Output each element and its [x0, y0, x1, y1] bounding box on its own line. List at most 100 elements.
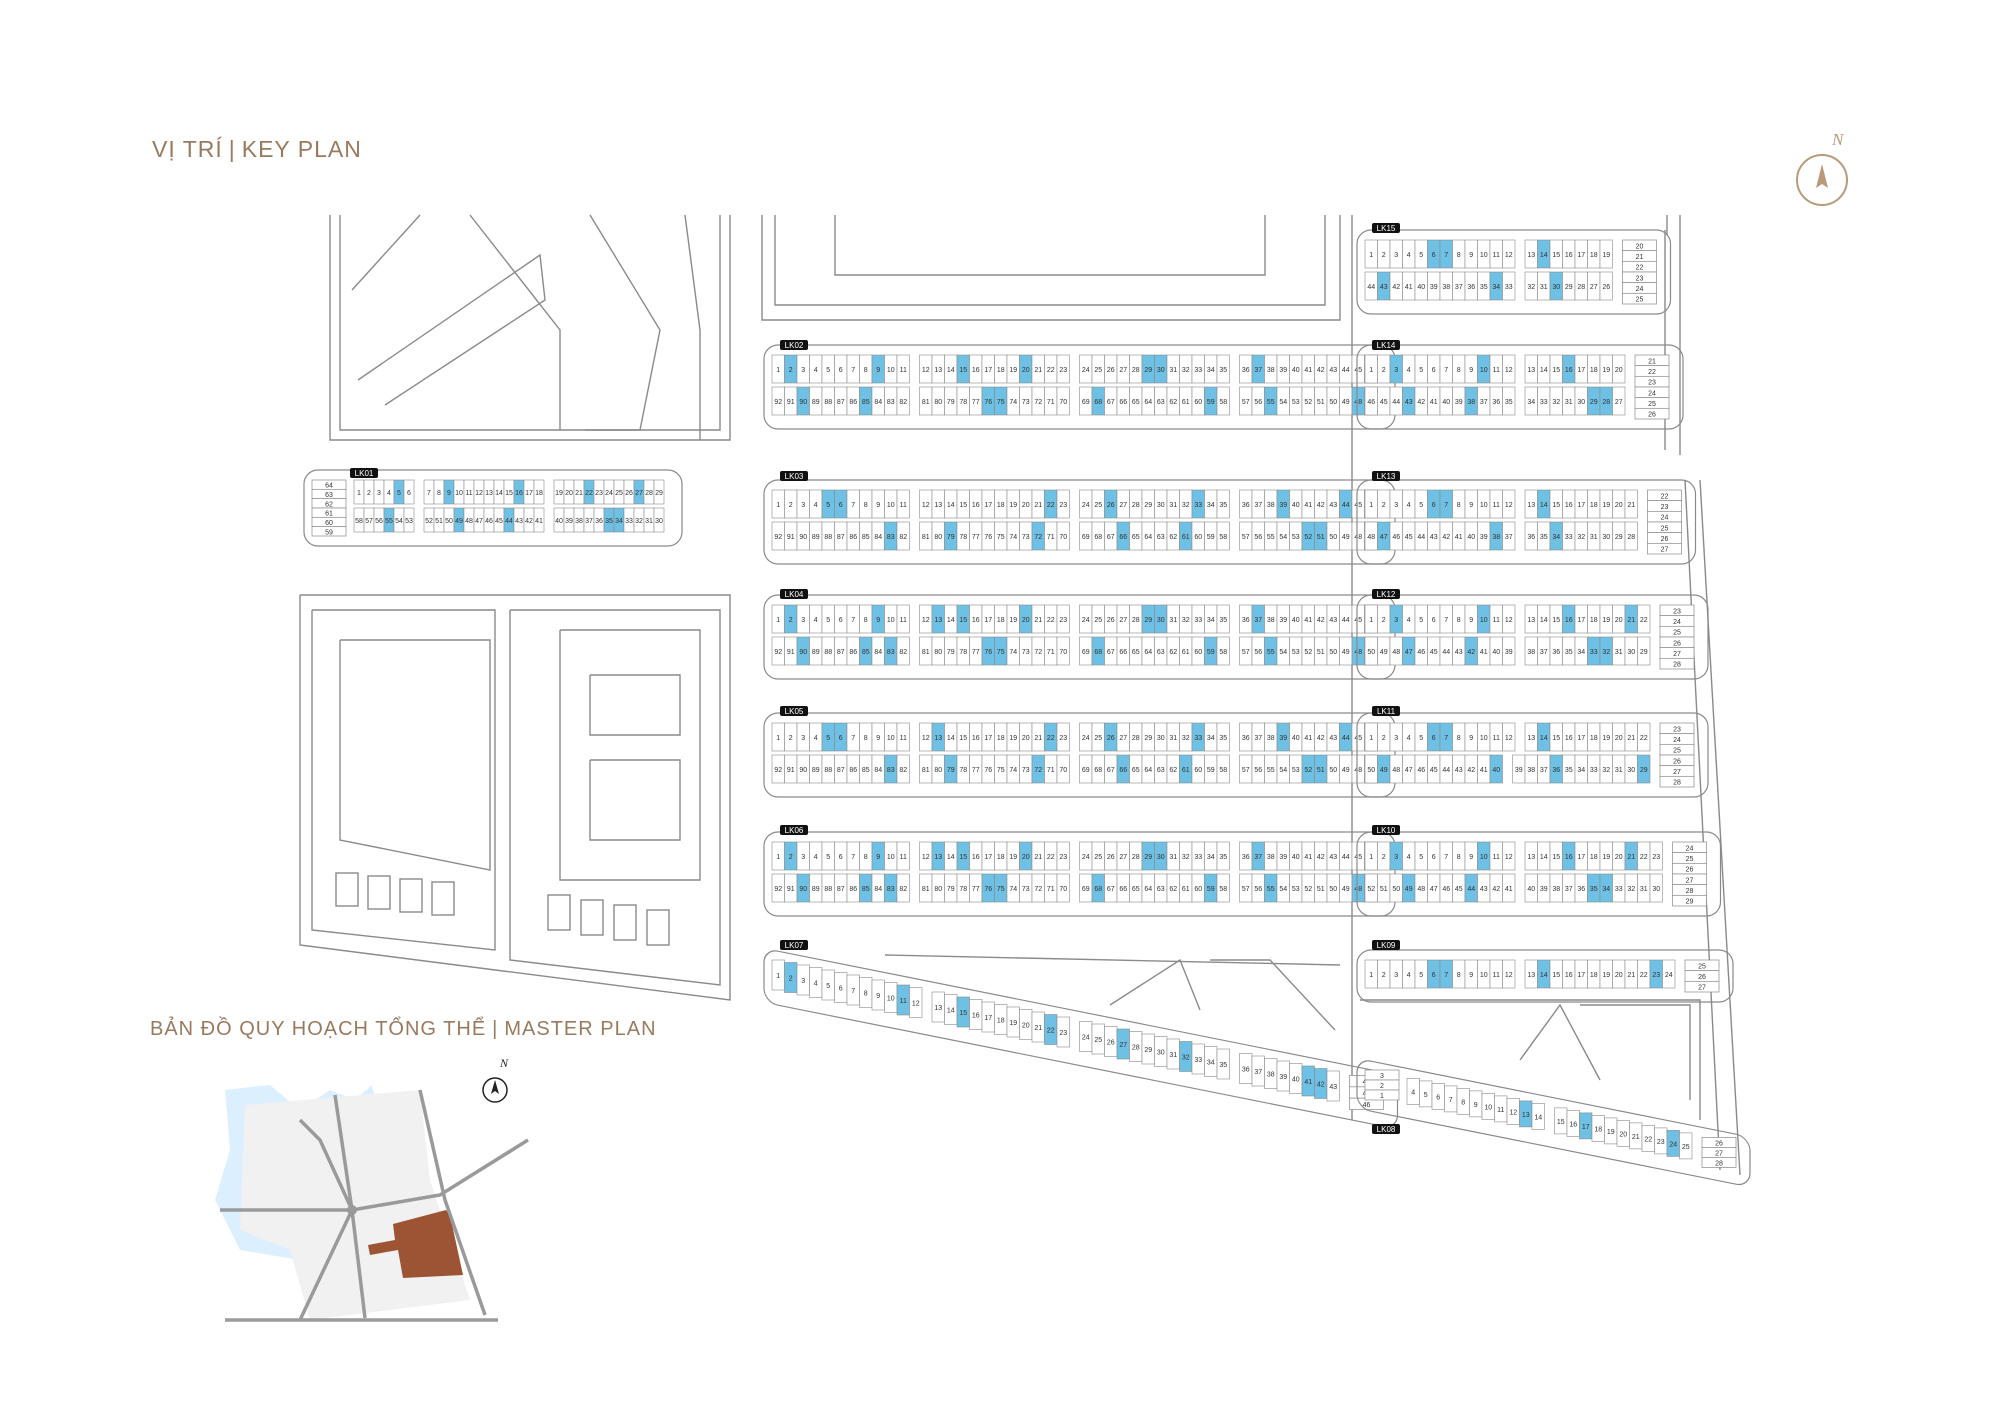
lot[interactable]	[1502, 521, 1516, 551]
lot[interactable]	[1531, 1103, 1545, 1130]
lot[interactable]	[403, 479, 415, 505]
lot-number: 21	[575, 490, 583, 497]
lot[interactable]	[1637, 722, 1651, 752]
lot[interactable]	[1599, 239, 1613, 269]
lot[interactable]	[653, 479, 665, 505]
lot[interactable]	[1216, 1048, 1230, 1080]
lot[interactable]	[1637, 636, 1651, 666]
lot[interactable]	[533, 507, 545, 533]
lot[interactable]	[1056, 636, 1070, 666]
lot-number: 34	[1207, 1060, 1215, 1067]
lot[interactable]	[896, 386, 910, 416]
lot[interactable]	[1216, 636, 1230, 666]
lot[interactable]	[1679, 1132, 1693, 1160]
lot-number: 9	[876, 735, 880, 742]
lot[interactable]	[1662, 959, 1676, 989]
lot[interactable]	[1647, 542, 1682, 555]
lot[interactable]	[1216, 841, 1230, 871]
lot[interactable]	[1599, 271, 1613, 301]
lot[interactable]	[1216, 354, 1230, 384]
top-block-outline	[761, 215, 1341, 321]
lot-number: 67	[1107, 886, 1115, 893]
lot[interactable]	[1637, 754, 1651, 784]
lot[interactable]	[1216, 722, 1230, 752]
lot[interactable]	[1326, 1070, 1340, 1102]
lot[interactable]	[896, 489, 910, 519]
lot-number: 12	[912, 1001, 920, 1008]
top-block-inner	[774, 215, 1326, 306]
lot[interactable]	[1056, 521, 1070, 551]
block-tag: LK02	[780, 340, 808, 350]
lot[interactable]	[1056, 489, 1070, 519]
lot[interactable]	[1216, 754, 1230, 784]
lot[interactable]	[1502, 873, 1516, 903]
lot[interactable]	[1701, 1157, 1737, 1168]
lot[interactable]	[1672, 894, 1707, 907]
lot[interactable]	[1649, 841, 1663, 871]
lot[interactable]	[1637, 604, 1651, 634]
lot[interactable]	[1216, 386, 1230, 416]
lot[interactable]	[896, 604, 910, 634]
lot-number: 30	[1627, 767, 1635, 774]
lot[interactable]	[1502, 239, 1516, 269]
lot-number: 36	[1242, 1067, 1250, 1074]
lot[interactable]	[1612, 354, 1626, 384]
lot[interactable]	[1622, 292, 1657, 305]
lot[interactable]	[1364, 1089, 1400, 1101]
lot-number: 42	[1442, 534, 1450, 541]
lot[interactable]	[1659, 775, 1695, 788]
lot[interactable]	[896, 754, 910, 784]
lot[interactable]	[1684, 980, 1720, 993]
lot[interactable]	[896, 873, 910, 903]
lot[interactable]	[1056, 722, 1070, 752]
lot[interactable]	[1649, 873, 1663, 903]
lot[interactable]	[1489, 754, 1503, 784]
lot-number: 29	[655, 490, 663, 497]
lot[interactable]	[1056, 1016, 1070, 1048]
lot[interactable]	[311, 526, 347, 537]
lot[interactable]	[403, 507, 415, 533]
lot[interactable]	[1056, 754, 1070, 784]
lot-number: 51	[1317, 886, 1325, 893]
lot[interactable]	[1624, 489, 1638, 519]
lot-number: 59	[1207, 399, 1215, 406]
lot[interactable]	[1502, 841, 1516, 871]
lot[interactable]	[1502, 636, 1516, 666]
lot[interactable]	[1502, 489, 1516, 519]
lot[interactable]	[1216, 604, 1230, 634]
lot-number: 15	[959, 735, 967, 742]
lot[interactable]	[1502, 604, 1516, 634]
lot[interactable]	[909, 987, 923, 1018]
lot[interactable]	[1502, 959, 1516, 989]
lot[interactable]	[1216, 521, 1230, 551]
lot-number: 45	[1405, 534, 1413, 541]
lot[interactable]	[896, 841, 910, 871]
lot[interactable]	[896, 521, 910, 551]
lot[interactable]	[533, 479, 545, 505]
lot[interactable]	[1056, 873, 1070, 903]
lot[interactable]	[1056, 604, 1070, 634]
lot-number: 19	[1607, 1129, 1615, 1136]
lot[interactable]	[1502, 271, 1516, 301]
lot[interactable]	[1216, 873, 1230, 903]
lot[interactable]	[896, 722, 910, 752]
school-b-court	[589, 674, 681, 736]
lot-number: 1	[1380, 1093, 1384, 1100]
lot-number: 31	[1590, 534, 1598, 541]
lot[interactable]	[1502, 386, 1516, 416]
lot[interactable]	[1056, 386, 1070, 416]
lot[interactable]	[1634, 407, 1670, 420]
lot-number: 38	[1527, 649, 1535, 656]
lot[interactable]	[896, 636, 910, 666]
lot[interactable]	[896, 354, 910, 384]
lot[interactable]	[653, 507, 665, 533]
lot[interactable]	[1502, 354, 1516, 384]
lot[interactable]	[1216, 489, 1230, 519]
lot-number: 59	[1207, 534, 1215, 541]
lot[interactable]	[1502, 722, 1516, 752]
lot[interactable]	[1659, 657, 1695, 670]
lot[interactable]	[1056, 354, 1070, 384]
lot[interactable]	[1624, 521, 1638, 551]
lot[interactable]	[1056, 841, 1070, 871]
lot[interactable]	[1612, 386, 1626, 416]
